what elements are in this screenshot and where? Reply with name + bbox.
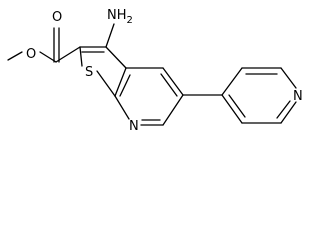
atom-label-amino: NH2 xyxy=(107,8,133,26)
bond-s-c7a xyxy=(96,70,116,97)
bond-c7a-double xyxy=(119,74,131,97)
bond-py-n-c5 xyxy=(280,101,297,124)
bond-o-carbonyl xyxy=(39,51,57,63)
atom-label-sulfur: S xyxy=(85,65,93,80)
bond-c3-c3a xyxy=(105,46,127,69)
bond-py-c6-c1-inner xyxy=(228,94,246,118)
methyl-ester-group xyxy=(7,27,81,63)
structure-diagram: NH2 O O S N N xyxy=(7,8,303,134)
atom-label-pyridyl-nitrogen: N xyxy=(293,89,303,104)
atom-label-ether-oxygen: O xyxy=(26,47,36,62)
bond-c5-c6 xyxy=(162,94,184,126)
bond-methyl-o xyxy=(7,51,23,61)
bond-py-c1-c2 xyxy=(221,67,243,96)
bond-c2-s xyxy=(79,46,83,67)
bond-c4-c5-inner xyxy=(160,73,178,97)
bond-c3-nh2 xyxy=(105,23,115,48)
atom-label-carbonyl-oxygen: O xyxy=(52,10,62,25)
bond-py-n-c5-inner xyxy=(276,100,291,119)
atom-label-fused-nitrogen: N xyxy=(129,119,139,134)
bond-c4-c5 xyxy=(162,67,184,96)
pyridyl-ring xyxy=(221,67,297,124)
bond-n7-c7a xyxy=(114,95,130,120)
bond-py-c6-c1 xyxy=(221,94,243,124)
bond-c3a-c7a xyxy=(114,67,127,97)
bond-py-c3-n xyxy=(280,67,297,89)
bond-carbonyl-c2 xyxy=(55,46,81,63)
fused-pyridine-ring xyxy=(114,67,184,126)
thiophene-ring xyxy=(79,23,127,97)
